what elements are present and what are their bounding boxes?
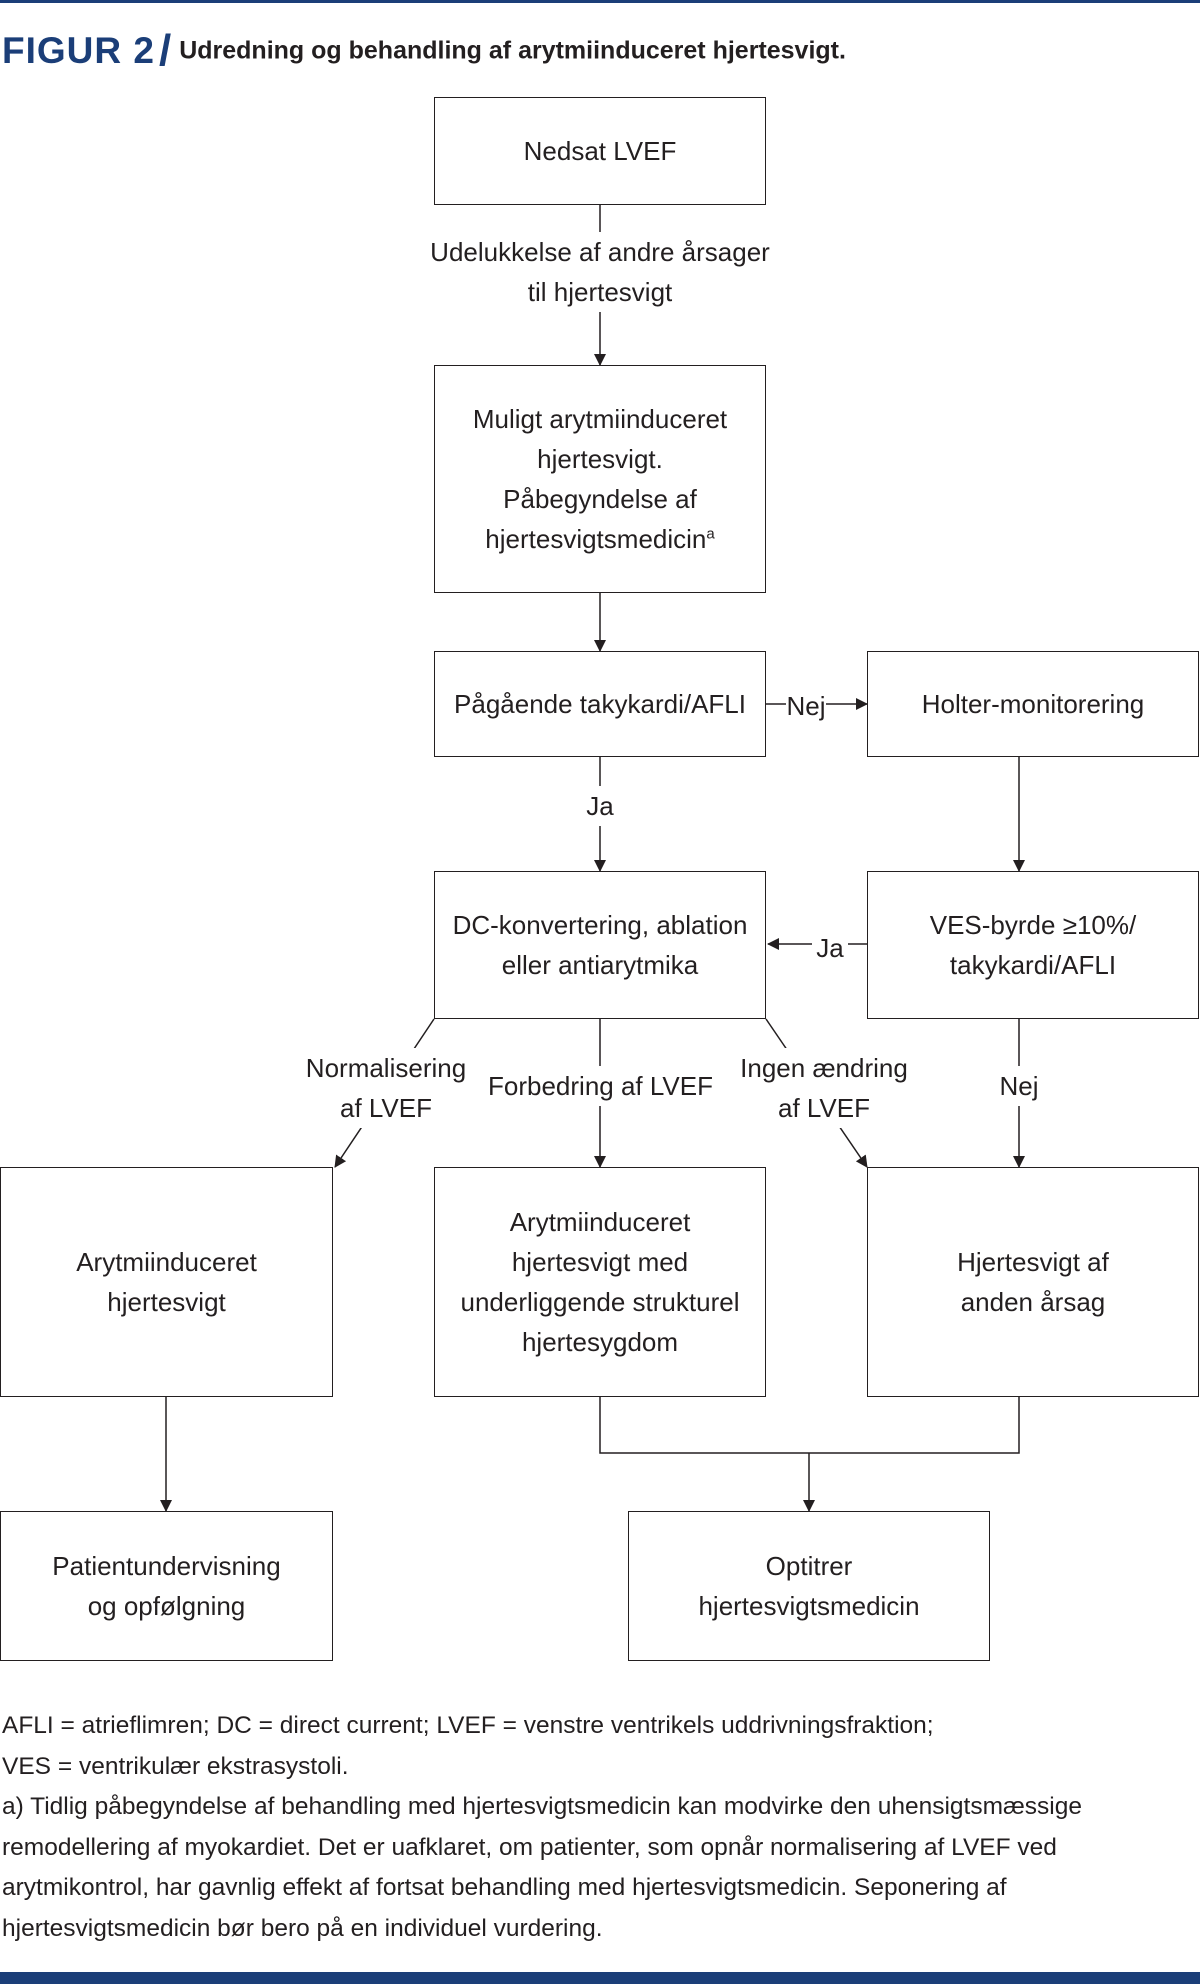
node-nedsat-lvef: Nedsat LVEF [434, 97, 766, 205]
label-forbedring: Forbedring af LVEF [488, 1066, 713, 1106]
label-ingen-aendring: Ingen ændring af LVEF [730, 1048, 918, 1128]
figure-title: Udredning og behandling af arytmiinducer… [179, 36, 846, 65]
top-rule [0, 0, 1200, 3]
label-ja-dc: Ja [582, 786, 618, 826]
footnote-note-line: hjertesvigtsmedicin bør bero på en indiv… [2, 1914, 603, 1942]
footnote-abbrev-line: AFLI = atrieflimren; DC = direct current… [2, 1712, 934, 1739]
node-muligt-arytmiinduceret: Muligt arytmiinduceret hjertesvigt. Påbe… [434, 365, 766, 593]
connector-merge [599, 1397, 1020, 1454]
node-pagaende-takykardi: Pågående takykardi/AFLI [434, 651, 766, 757]
footnote-marker-a: a [706, 525, 715, 543]
node-holter-monitorering: Holter-monitorering [867, 651, 1199, 757]
figure-label: FIGUR 2 [2, 30, 155, 71]
figure-slash: / [158, 26, 172, 75]
label-nej-anden: Nej [996, 1066, 1042, 1106]
node-ves-byrde: VES-byrde ≥10%/takykardi/AFLI [867, 871, 1199, 1019]
label-udelukkelse: Udelukkelse af andre årsager til hjertes… [420, 232, 780, 312]
label-ja-ves: Ja [812, 928, 848, 968]
label-nej-holter: Nej [786, 686, 826, 726]
label-normalisering: Normalisering af LVEF [296, 1048, 476, 1128]
figure-header: FIGUR 2/Udredning og behandling af arytm… [2, 26, 846, 76]
footnote-abbrev-line: VES = ventrikulær ekstrasystoli. [2, 1752, 349, 1780]
footnote: AFLI = atrieflimren; DC = direct current… [2, 1706, 1192, 1949]
bottom-rule [0, 1972, 1200, 1984]
footnote-note-line: remodellering af myokardiet. Det er uafk… [2, 1833, 1057, 1861]
node-underliggende-hjertesygdom: Arytmiinduceret hjertesvigt med underlig… [434, 1167, 766, 1397]
footnote-note-line: arytmikontrol, har gavnlig effekt af for… [2, 1874, 1007, 1901]
footnote-note-line: a) Tidlig påbegyndelse af behandling med… [2, 1793, 1082, 1820]
